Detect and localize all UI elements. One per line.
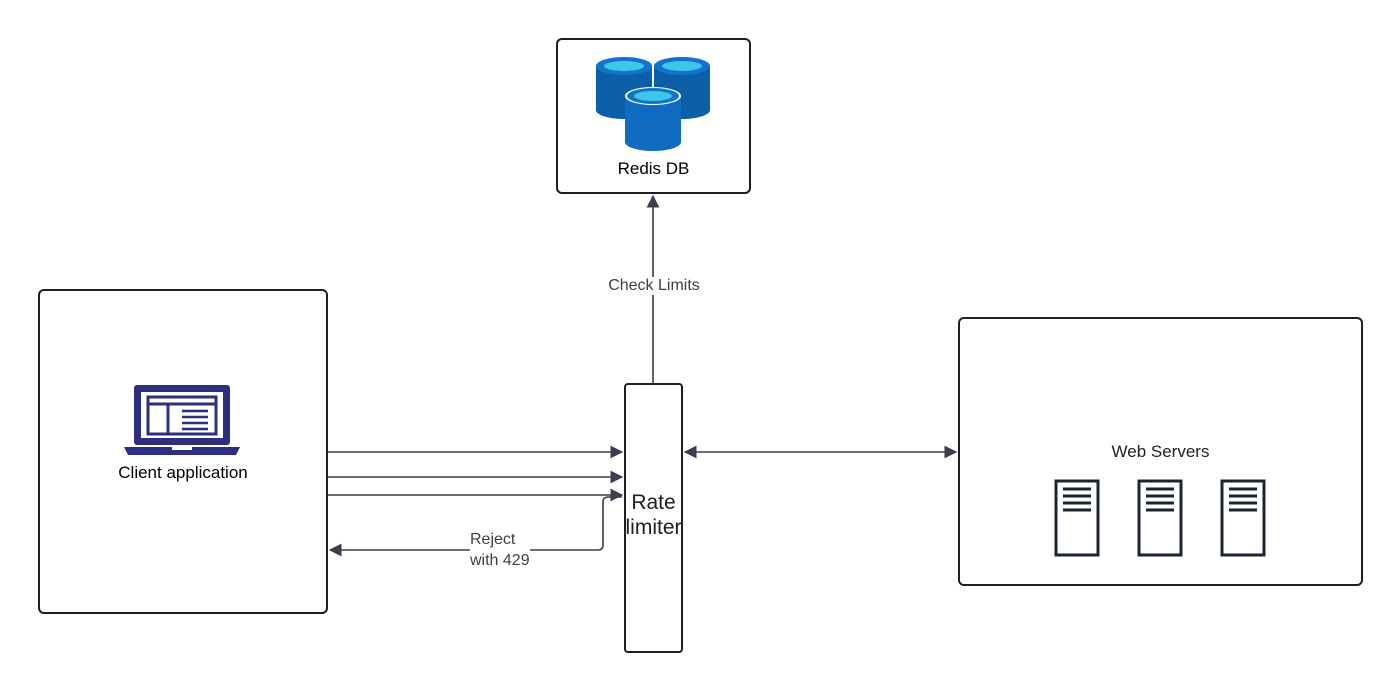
web-servers-node: [958, 317, 1363, 586]
laptop-icon: [124, 385, 240, 455]
rate-limiter-label-line2: limiter: [625, 516, 682, 539]
redis-db-label: Redis DB: [617, 159, 690, 178]
rate-limiter-label-line1: Rate: [631, 491, 676, 514]
server-icon: [1220, 479, 1266, 557]
web-servers-label: Web Servers: [1111, 442, 1210, 461]
edge-reject: [328, 496, 622, 557]
server-icon: [1054, 479, 1100, 557]
check-limits-label: Check Limits: [596, 277, 712, 295]
database-icon: [596, 57, 710, 151]
rate-limiter-node: [624, 383, 683, 653]
reject-label: Reject with 429: [470, 529, 530, 571]
reject-label-line1: Reject: [470, 531, 516, 548]
client-application-label: Client application: [118, 463, 248, 482]
rate-limiter-label: Rate limiter: [624, 490, 683, 540]
server-icon: [1137, 479, 1183, 557]
reject-label-line2: with 429: [470, 552, 530, 569]
